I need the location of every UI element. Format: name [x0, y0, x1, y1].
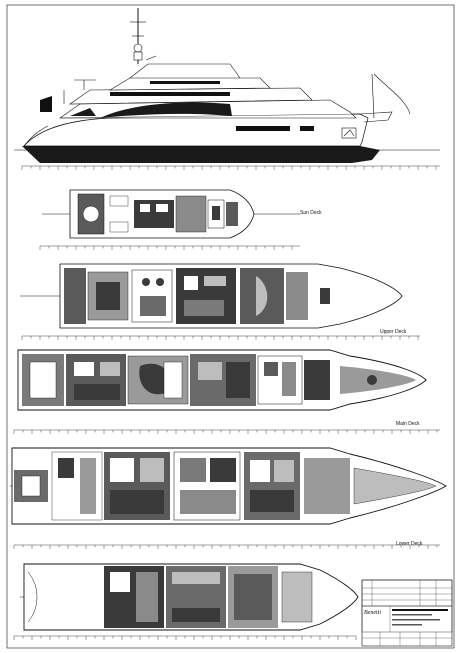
deck-label-main: Main Deck: [396, 421, 420, 427]
upper-deck-plan: Upper Deck: [20, 263, 407, 335]
tank-top-plan: [20, 563, 359, 631]
mast: [130, 8, 157, 64]
side-profile: [14, 8, 440, 163]
main-deck-plan: Main Deck: [17, 349, 427, 427]
frame-scale-rulers: [13, 165, 440, 640]
lower-deck-plan: Lower Deck: [10, 447, 447, 547]
hull: [23, 113, 369, 147]
sheet-border: [6, 4, 455, 649]
brand-logo-text: Benetti: [364, 610, 381, 616]
hull-bottom: [22, 146, 380, 163]
stern-crane: [371, 73, 411, 119]
deck-label-sun: Sun Deck: [300, 210, 322, 216]
sun-deck-plan: Sun Deck: [42, 189, 322, 239]
deck-label-upper: Upper Deck: [380, 329, 407, 335]
deck-label-lower: Lower Deck: [396, 541, 423, 547]
title-block: Benetti: [361, 579, 453, 647]
